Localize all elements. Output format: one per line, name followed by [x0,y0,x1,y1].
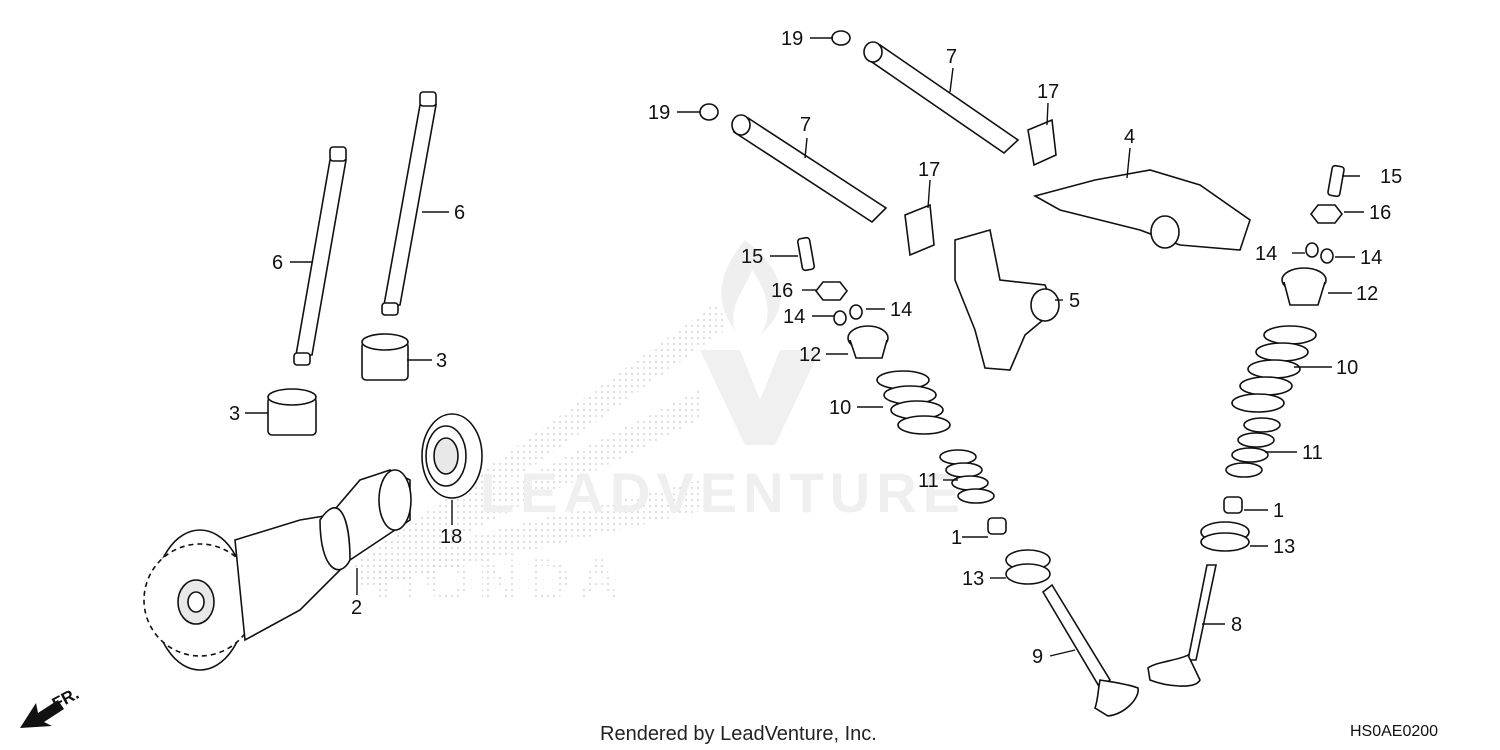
intake-valve[interactable] [1041,583,1139,717]
inner-spring-right[interactable] [1225,417,1281,478]
diagram-code: HS0AE0200 [1350,723,1438,740]
callout-17: 17 [1037,81,1059,103]
callout-17: 17 [918,159,940,181]
adjusting-screw-left[interactable] [796,236,816,272]
clip-lower[interactable] [904,203,935,257]
rocker-shaft-lower[interactable] [731,114,888,224]
outer-spring-right[interactable] [1231,325,1317,413]
washer-lower[interactable] [699,103,719,121]
cotter-left-a[interactable] [833,310,847,326]
callout-10: 10 [829,397,851,419]
rocker-arm-intake[interactable] [954,228,1060,371]
lock-nut-left[interactable] [814,281,849,301]
callout-8: 8 [1231,614,1242,636]
callout-14: 14 [890,299,912,321]
spring-retainer-left[interactable] [847,325,889,359]
exhaust-valve[interactable] [1147,564,1217,687]
leader-lines [245,37,1364,657]
v-logo-watermark-icon [700,350,820,445]
callout-5: 5 [1069,290,1080,312]
callout-15: 15 [741,246,763,268]
callout-13: 13 [1273,536,1295,558]
tappet-upper[interactable] [361,333,409,381]
callout-labels: 19 19 7 7 17 17 4 15 16 14 14 12 5 15 16… [229,28,1402,668]
maker-watermark-text: HONDA [375,548,628,613]
wing-watermark-icon [355,300,725,590]
callout-11: 11 [918,470,939,492]
bearing[interactable] [421,413,483,499]
callout-16: 16 [1369,202,1391,224]
callout-1: 1 [951,527,962,549]
spring-retainer-right[interactable] [1281,267,1327,306]
stem-seal-right[interactable] [1223,496,1243,514]
cotter-right-b[interactable] [1320,248,1334,264]
callout-2: 2 [351,597,362,619]
callout-12: 12 [799,344,821,366]
cotter-left-b[interactable] [849,304,863,320]
clip-upper[interactable] [1027,118,1057,167]
outer-spring-left[interactable] [876,370,951,435]
callout-12: 12 [1356,283,1378,305]
watermark: LEADVENTURE HONDA [355,240,966,613]
callout-13: 13 [962,568,984,590]
callout-3: 3 [436,350,447,372]
stem-seal-left[interactable] [987,517,1007,535]
callout-15: 15 [1380,166,1402,188]
callout-14: 14 [1360,247,1382,269]
callout-14: 14 [1255,243,1277,265]
lock-nut-right[interactable] [1309,204,1344,224]
callout-14: 14 [783,306,805,328]
rocker-arm-exhaust[interactable] [1032,169,1251,251]
inner-spring-left[interactable] [939,449,995,504]
callout-3: 3 [229,403,240,425]
callout-7: 7 [800,114,811,136]
callout-19: 19 [781,28,803,50]
cotter-right-a[interactable] [1305,242,1319,258]
adjusting-screw-right[interactable] [1327,164,1345,198]
tappet-lower[interactable] [267,388,317,436]
washer-upper[interactable] [831,30,851,46]
spring-seat-left[interactable] [1005,549,1051,585]
callout-10: 10 [1336,357,1358,379]
callout-1: 1 [1273,500,1284,522]
arrow-icon [20,700,64,728]
front-direction-indicator: FR. [20,684,82,728]
spring-seat-right[interactable] [1200,521,1250,552]
callout-19: 19 [648,102,670,124]
callout-6: 6 [454,202,465,224]
push-rod-left[interactable] [293,146,347,366]
callout-18: 18 [440,526,462,548]
callout-7: 7 [946,46,957,68]
callout-9: 9 [1032,646,1043,668]
callout-11: 11 [1302,442,1323,464]
callout-6: 6 [272,252,283,274]
push-rod-right[interactable] [381,91,437,316]
flame-watermark-icon [721,240,781,335]
camshaft[interactable] [143,469,412,671]
rendered-by-credit: Rendered by LeadVenture, Inc. [600,723,877,745]
callout-4: 4 [1124,126,1135,148]
brand-watermark-text: LEADVENTURE [480,461,966,524]
rocker-shaft-upper[interactable] [863,41,1020,155]
callout-16: 16 [771,280,793,302]
